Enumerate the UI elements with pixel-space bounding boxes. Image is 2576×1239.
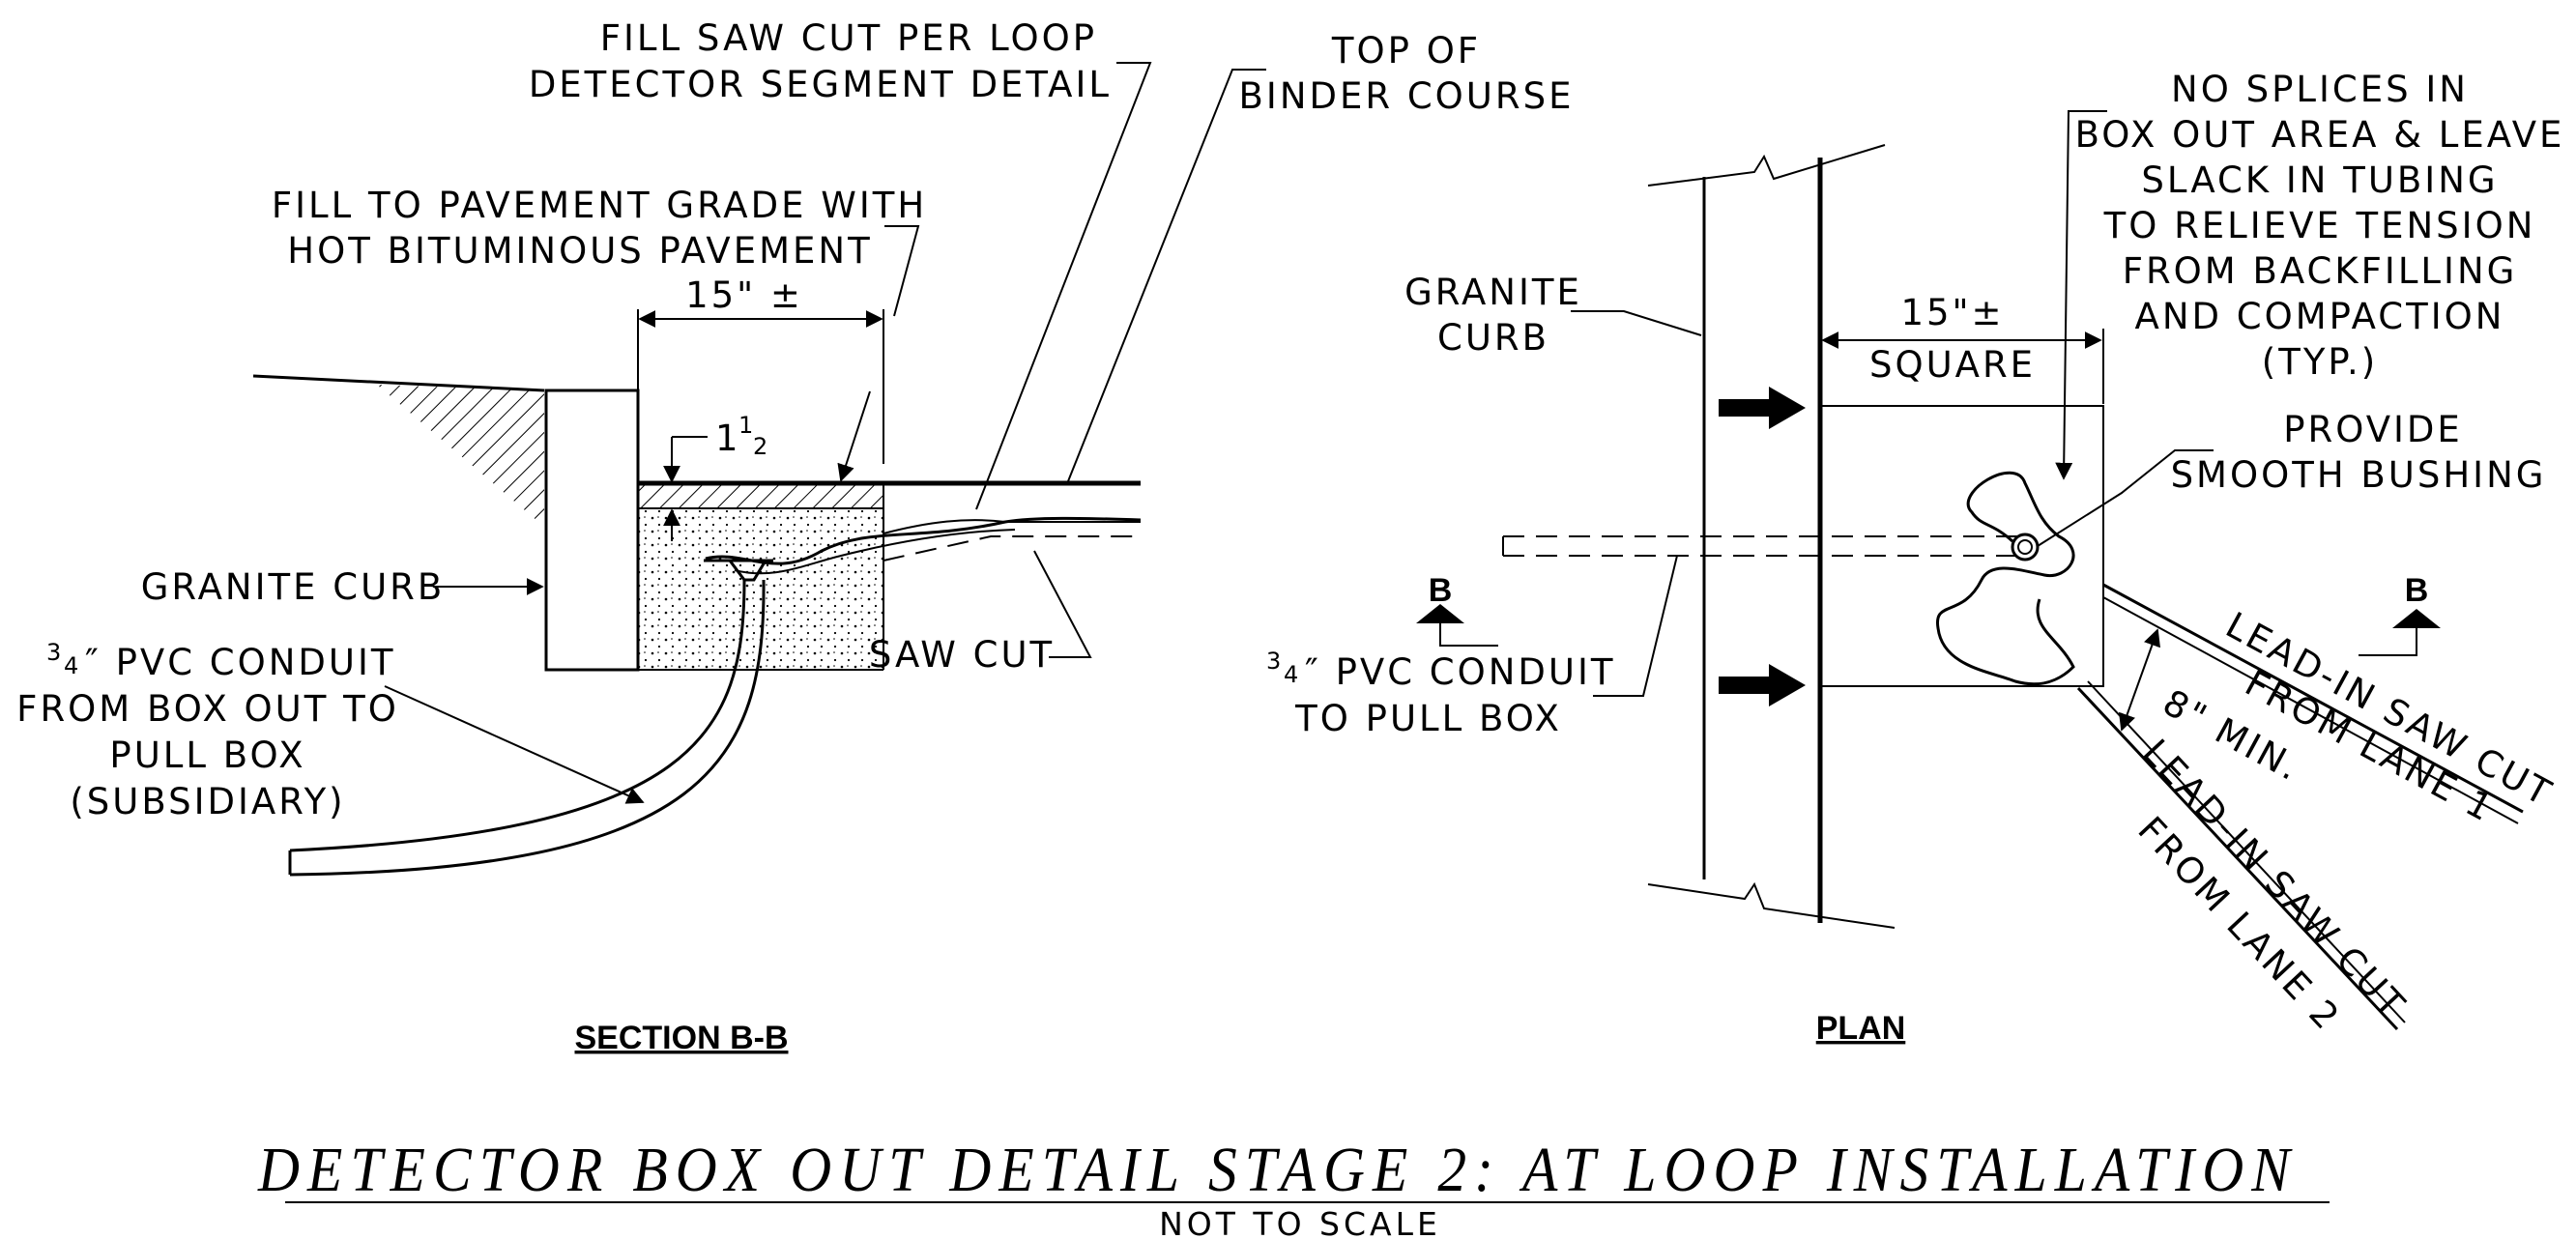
granite-curb-label: GRANITE CURB <box>141 566 446 608</box>
conduit-pipe-outer <box>289 579 746 852</box>
conduit-fraction-num: 3 <box>46 639 61 666</box>
note-label-4: TO RELIEVE TENSION <box>2103 205 2536 246</box>
drawing-subtitle: NOT TO SCALE <box>1159 1205 1441 1239</box>
conduit-fitting <box>704 559 773 582</box>
lead-in-1-b <box>2102 596 2519 824</box>
saw-cut-top <box>883 519 1141 534</box>
top-of-binder-label-2: BINDER COURSE <box>1239 75 1575 117</box>
drawing-title: DETECTOR BOX OUT DETAIL STAGE 2: AT LOOP… <box>257 1135 2298 1205</box>
leader-fill-saw-cut <box>975 62 1152 510</box>
conduit-fraction-den: 4 <box>64 652 78 679</box>
traffic-arrow-2 <box>1719 664 1806 706</box>
plan-conduit-fraction-den: 4 <box>1284 661 1298 688</box>
depth-label: 1 <box>715 418 741 459</box>
plan-dim-label-1: 15"± <box>1900 292 2004 333</box>
pavement-fill-hatch <box>637 482 884 509</box>
fill-pavement-label-2: HOT BITUMINOUS PAVEMENT <box>287 230 872 272</box>
bushing-label-2: SMOOTH BUSHING <box>2171 454 2547 496</box>
leader-plan-granite <box>1571 310 1702 336</box>
saw-cut-bottom <box>883 535 1141 562</box>
traffic-arrow-1 <box>1719 387 1806 429</box>
lead-in-2-b <box>2087 680 2406 1023</box>
plan-dim-label-2: SQUARE <box>1869 344 2036 386</box>
conduit-label-3: PULL BOX <box>109 735 305 776</box>
loop-wire-2 <box>734 529 1016 575</box>
section-marker-left-arrow <box>1416 604 1464 623</box>
box-out-square <box>1819 405 2104 687</box>
plan-view: GRANITE CURB 15"± SQUARE NO SPLICES IN B… <box>1266 69 2565 1047</box>
section-marker-right-line <box>2359 628 2417 656</box>
section-heading: SECTION B-B <box>575 1020 789 1056</box>
granite-curb-section <box>544 389 640 672</box>
conduit-label-1: ″ PVC CONDUIT <box>85 642 396 683</box>
leader-fill-pavement <box>884 225 920 317</box>
note-label-1: NO SPLICES IN <box>2171 69 2469 110</box>
bushing-label-1: PROVIDE <box>2283 409 2463 450</box>
break-line-top <box>1647 144 1886 187</box>
leader-plan-conduit <box>1593 555 1678 697</box>
note-label-3: SLACK IN TUBING <box>2141 159 2498 201</box>
depth-fraction-den: 2 <box>753 433 767 460</box>
leader-fill-pavement-2 <box>837 390 871 482</box>
fill-saw-cut-label-1: FILL SAW CUT PER LOOP <box>600 17 1097 59</box>
dimension-15-label: 15" ± <box>685 274 803 316</box>
section-marker-left-line <box>1439 623 1498 647</box>
section-marker-right-arrow <box>2392 609 2441 628</box>
note-label-2: BOX OUT AREA & LEAVE <box>2075 114 2565 156</box>
note-label-6: AND COMPACTION <box>2135 296 2505 337</box>
conduit-label-2: FROM BOX OUT TO <box>16 688 399 730</box>
section-marker-right-label: B <box>2405 572 2429 609</box>
conduit-label-4: (SUBSIDIARY) <box>70 781 345 822</box>
saw-cut-label: SAW CUT <box>869 634 1055 676</box>
note-label-5: FROM BACKFILLING <box>2123 250 2518 292</box>
soil-hatch <box>377 385 544 527</box>
spacing-dim <box>2119 628 2160 732</box>
break-line-bottom <box>1647 881 1896 929</box>
plan-heading: PLAN <box>1816 1010 1906 1047</box>
leader-conduit <box>384 685 645 804</box>
conduit-pipe-inner <box>289 579 766 877</box>
fill-saw-cut-label-2: DETECTOR SEGMENT DETAIL <box>529 64 1112 105</box>
plan-granite-label-1: GRANITE <box>1404 272 1582 313</box>
plan-conduit-label-2: TO PULL BOX <box>1294 698 1562 739</box>
wire-slack-coil <box>1935 471 2075 686</box>
lead-in-2-a <box>2076 686 2399 1031</box>
note-label-7: (TYP.) <box>2262 341 2378 383</box>
depth-fraction-num: 1 <box>738 412 753 439</box>
fill-pavement-label-1: FILL TO PAVEMENT GRADE WITH <box>272 185 927 226</box>
smooth-bushing-inner <box>2017 539 2033 555</box>
leader-saw-cut <box>1033 550 1092 658</box>
ground-line <box>252 374 545 392</box>
lead-in-1-a <box>2102 583 2524 814</box>
plan-conduit-fraction-num: 3 <box>1266 648 1281 675</box>
plan-conduit-label-1: ″ PVC CONDUIT <box>1305 651 1616 693</box>
plan-granite-label-2: CURB <box>1437 317 1549 359</box>
leader-bushing <box>2037 449 2214 547</box>
leader-top-binder <box>1067 69 1266 482</box>
section-marker-left-label: B <box>1429 572 1453 609</box>
section-view: FILL SAW CUT PER LOOP DETECTOR SEGMENT D… <box>16 17 1575 1056</box>
leader-note <box>2055 110 2107 480</box>
smooth-bushing <box>2011 533 2040 562</box>
top-of-binder-label-1: TOP OF <box>1331 30 1481 72</box>
